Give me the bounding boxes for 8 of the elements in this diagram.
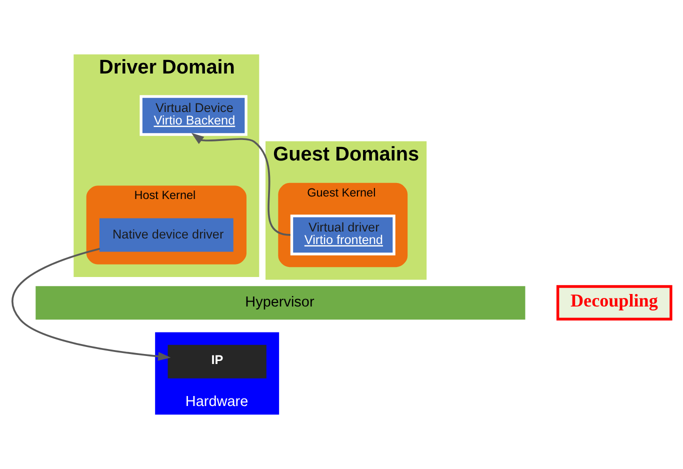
node-box: Virtual driver Virtio frontend [290, 214, 396, 256]
arrow [191, 132, 291, 236]
node-box: IP [168, 344, 266, 378]
node-box: Native device driver [99, 218, 234, 252]
arrow [12, 248, 171, 361]
node-box: Hypervisor [36, 286, 526, 320]
node-box: Virtual Device Virtio Backend [140, 95, 248, 136]
node-box: Decoupling [556, 285, 672, 320]
